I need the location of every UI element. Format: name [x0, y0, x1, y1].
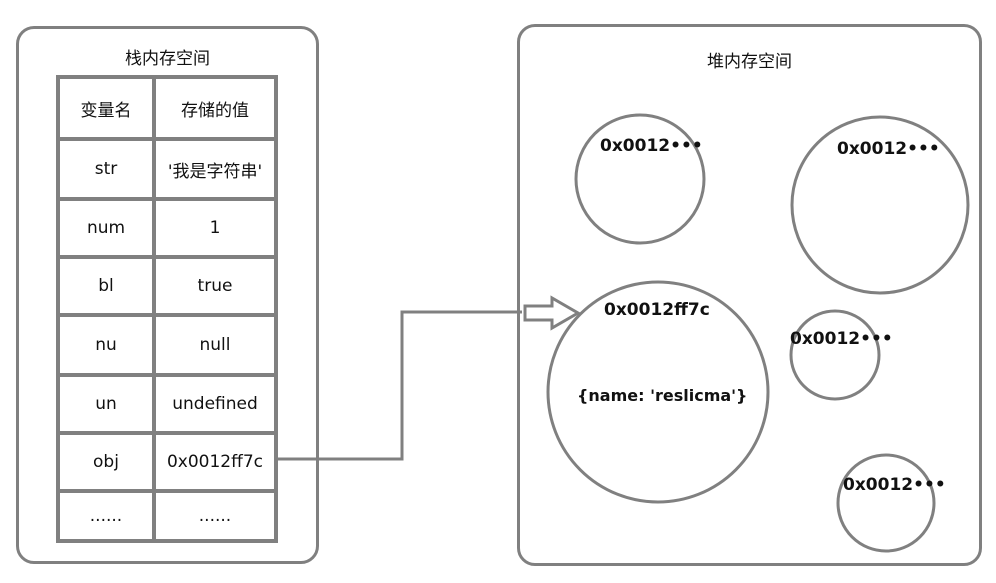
stored-value-cell: null [152, 313, 278, 377]
heap-object-circle [574, 113, 706, 245]
heap-object-circle [836, 453, 936, 553]
stack-table: 变量名 存储的值 str '我是字符串' num 1 bl true nu nu… [56, 75, 278, 543]
table-row: num 1 [56, 197, 278, 259]
stored-value-cell: 1 [152, 197, 278, 259]
heap-object-circle [790, 115, 970, 295]
heap-object-address: 0x0012ff7c [604, 300, 710, 320]
heap-object-address: 0x0012••• [843, 475, 946, 495]
stored-value-cell: true [152, 255, 278, 317]
variable-name-cell: nu [56, 313, 156, 377]
table-row: obj 0x0012ff7c [56, 431, 278, 493]
table-row: str '我是字符串' [56, 137, 278, 201]
variable-name-cell: bl [56, 255, 156, 317]
variable-name-cell: un [56, 373, 156, 435]
heap-object-address: 0x0012••• [837, 139, 940, 159]
reference-arrow-icon [523, 295, 582, 331]
table-row: ...... ...... [56, 489, 278, 543]
variable-name-cell: str [56, 137, 156, 201]
heap-object-address: 0x0012••• [790, 329, 893, 349]
heap-object-circle [789, 309, 881, 401]
stored-value-cell: '我是字符串' [152, 137, 278, 201]
variable-name-cell: num [56, 197, 156, 259]
heap-memory-title: 堆内存空间 [707, 52, 792, 72]
stack-memory-title: 栈内存空间 [125, 49, 210, 69]
variable-name-cell: obj [56, 431, 156, 493]
heap-object-content: {name: 'reslicma'} [577, 386, 748, 405]
table-row: bl true [56, 255, 278, 317]
heap-object-address: 0x0012••• [600, 136, 703, 156]
stored-value-cell: 0x0012ff7c [152, 431, 278, 493]
reference-connector-line [278, 310, 522, 461]
header-variable-name: 变量名 [56, 75, 156, 141]
heap-object-circle [546, 280, 770, 504]
stored-value-cell: ...... [152, 489, 278, 543]
table-row: nu null [56, 313, 278, 377]
header-stored-value: 存储的值 [152, 75, 278, 141]
stored-value-cell: undefined [152, 373, 278, 435]
variable-name-cell: ...... [56, 489, 156, 543]
table-row: un undefined [56, 373, 278, 435]
